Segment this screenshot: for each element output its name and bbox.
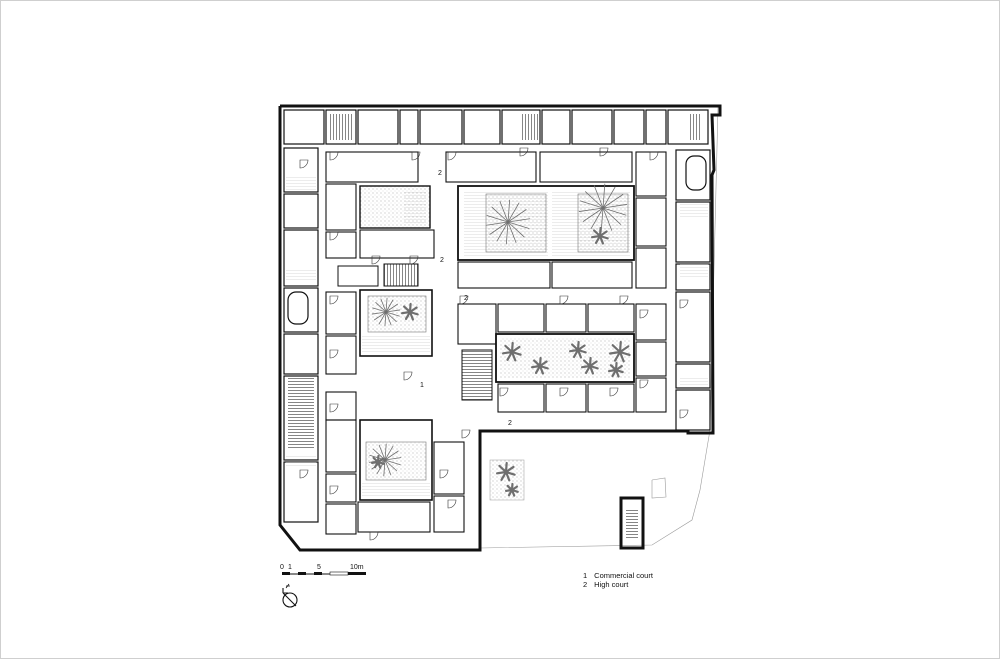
east-stair-hatch — [680, 202, 708, 388]
door-swing — [559, 295, 569, 305]
door-swings — [299, 147, 689, 541]
high-court — [457, 185, 635, 261]
west-core-wc — [337, 265, 379, 287]
door-swing — [329, 485, 339, 495]
court-marker-high-south: 2 — [508, 420, 512, 427]
stair-pavilion — [619, 496, 645, 550]
tree-icon — [568, 340, 587, 359]
legend: 1 Commercial court 2 High court — [583, 571, 653, 589]
commercial-court — [495, 333, 635, 383]
court-west-bottom — [359, 419, 433, 501]
tree-icon — [400, 302, 419, 321]
court-marker-high-west: 2 — [440, 257, 444, 264]
door-swing — [299, 159, 309, 169]
door-swing — [459, 295, 469, 305]
door-swing — [409, 255, 419, 265]
central-block-rooms — [457, 303, 667, 413]
north-stair-hatch — [328, 114, 702, 140]
outer-walls — [278, 104, 722, 552]
door-swing — [639, 379, 649, 389]
door-swing — [679, 299, 689, 309]
tree-symbols — [368, 183, 631, 497]
door-swing — [649, 151, 659, 161]
tree-icon — [590, 226, 609, 245]
tree-icon — [504, 482, 519, 497]
tree-icon — [485, 199, 531, 245]
door-swing — [329, 349, 339, 359]
scale-bar: 0 1 5 10m — [280, 564, 366, 576]
scale-label-10: 10m — [350, 564, 364, 571]
legend-number: 1 — [583, 571, 588, 580]
legend-item-high: 2 High court — [583, 580, 653, 589]
door-swing — [329, 151, 339, 161]
court-west-top — [359, 185, 431, 229]
tree-icon — [580, 356, 599, 375]
door-swing — [329, 295, 339, 305]
court-marker-high-north: 2 — [438, 170, 442, 177]
door-swing — [559, 387, 569, 397]
court-west-middle — [359, 289, 433, 357]
tree-icon — [609, 340, 631, 363]
court-marker-high-center: 2 — [464, 295, 468, 302]
door-swing — [639, 309, 649, 319]
door-swing — [447, 499, 457, 509]
door-swing — [371, 255, 381, 265]
scale-label-5: 5 — [317, 564, 321, 571]
west-inner-rooms — [325, 151, 465, 535]
west-core-stair — [383, 263, 419, 287]
door-swing — [447, 151, 457, 161]
door-swing — [299, 469, 309, 479]
tree-icon — [370, 454, 385, 469]
door-swing — [679, 409, 689, 419]
central-stair — [461, 349, 493, 401]
door-swing — [439, 469, 449, 479]
door-swing — [403, 371, 413, 381]
tree-icon — [607, 361, 624, 378]
door-swing — [599, 147, 609, 157]
north-arrow-icon — [282, 583, 298, 608]
door-swing — [329, 403, 339, 413]
tree-icon — [371, 297, 401, 327]
legend-label: High court — [594, 580, 629, 589]
west-stair-hatch — [286, 176, 316, 468]
door-swing — [329, 231, 339, 241]
scale-label-1: 1 — [288, 564, 292, 571]
north-east-rooms — [445, 151, 667, 289]
door-swing — [461, 429, 471, 439]
scale-label-0: 0 — [280, 564, 284, 571]
court-marker-commercial: 1 — [420, 382, 424, 389]
legend-label: Commercial court — [594, 571, 653, 580]
west-lift — [287, 291, 309, 325]
tree-icon — [495, 461, 516, 482]
door-swing — [609, 387, 619, 397]
door-swing — [499, 387, 509, 397]
tree-icon — [530, 356, 549, 375]
door-swing — [411, 151, 421, 161]
door-swing — [619, 295, 629, 305]
door-swing — [519, 147, 529, 157]
tree-icon — [501, 341, 522, 362]
legend-number: 2 — [583, 580, 588, 589]
east-lift — [685, 155, 707, 191]
tree-icon — [578, 183, 628, 233]
legend-item-commercial: 1 Commercial court — [583, 571, 653, 580]
door-swing — [369, 531, 379, 541]
north-facade-rooms — [283, 109, 709, 145]
